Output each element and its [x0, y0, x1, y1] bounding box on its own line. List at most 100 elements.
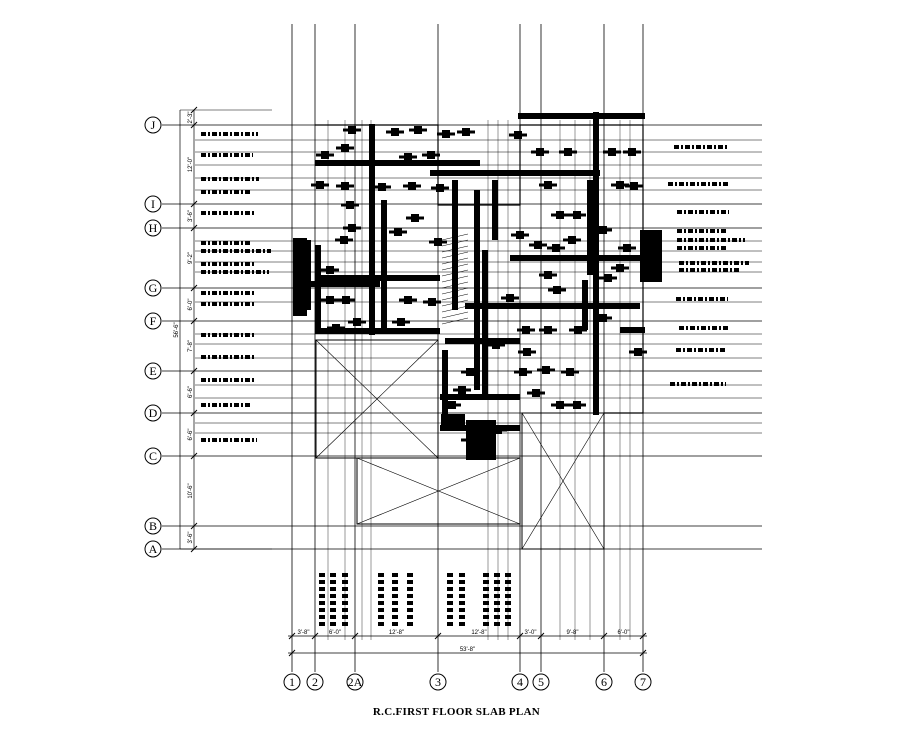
dim-tick	[190, 106, 198, 114]
beam-tag	[695, 229, 697, 233]
beam-tag	[234, 153, 239, 157]
column-stub	[599, 276, 617, 280]
rebar-mark	[342, 601, 348, 605]
beam	[474, 190, 480, 390]
rebar-mark	[459, 601, 465, 605]
dim-label: 6'-0"	[329, 630, 341, 636]
column-stub	[422, 153, 440, 157]
rebar-mark	[342, 573, 348, 577]
rebar-mark	[459, 580, 465, 584]
beam-tag	[245, 302, 250, 306]
rebar-mark	[447, 601, 453, 605]
rebar-mark	[342, 594, 348, 598]
column-stub	[403, 184, 421, 188]
beam-tag	[706, 238, 708, 242]
dim-label: 2'-3"	[188, 112, 194, 124]
beam-tag	[694, 348, 696, 352]
grid-bubble-circle	[144, 404, 162, 422]
beam-tag	[230, 438, 232, 442]
beam-tag	[709, 297, 714, 301]
grid-bubble-6: 6	[595, 673, 613, 691]
dim-label: 9'-2"	[188, 252, 194, 264]
column-stub	[547, 246, 565, 250]
beam-tag	[234, 438, 239, 442]
slab-outline	[315, 124, 644, 414]
grid-bubble-h: H	[144, 219, 162, 237]
beam-tag	[719, 326, 721, 330]
beam-tag	[245, 378, 250, 382]
rebar-mark	[392, 573, 398, 577]
rebar-mark	[494, 594, 500, 598]
beam-tag	[698, 297, 703, 301]
dim-label: 7'-8"	[188, 340, 194, 352]
beam-tag	[241, 241, 243, 245]
beam-tag	[223, 132, 228, 136]
beam-tag	[241, 153, 243, 157]
column-stub	[437, 132, 455, 136]
beam-tag	[252, 378, 254, 382]
beam-tag	[721, 238, 726, 242]
grid-bubble-circle	[144, 540, 162, 558]
rebar-mark	[330, 594, 336, 598]
column-stub	[487, 343, 505, 347]
rebar-mark	[483, 608, 489, 612]
beam	[510, 255, 660, 261]
grid-bubble-4: 4	[511, 673, 529, 691]
rebar-mark	[378, 615, 384, 619]
grid-bubble-label: B	[149, 519, 157, 533]
beam-tag	[712, 182, 717, 186]
beam-tag	[688, 210, 693, 214]
rebar-mark	[447, 608, 453, 612]
rebar-mark	[459, 608, 465, 612]
column-stub	[531, 150, 549, 154]
rebar-mark	[342, 608, 348, 612]
beam-tag	[230, 333, 232, 337]
beam-tag	[684, 238, 686, 242]
beam-tag	[208, 177, 210, 181]
beam-tag	[201, 302, 206, 306]
grid-bubble-f: F	[144, 312, 162, 330]
beam-tag	[699, 238, 704, 242]
beam	[305, 240, 311, 310]
beam-tag	[230, 211, 232, 215]
rebar-mark	[330, 587, 336, 591]
beam-tag	[714, 382, 719, 386]
beam-tag	[208, 211, 210, 215]
rebar-mark	[407, 601, 413, 605]
beam-tag	[241, 132, 243, 136]
dim-tick	[190, 452, 198, 460]
rebar-mark	[378, 594, 384, 598]
beam-tag	[698, 348, 703, 352]
grid-bubble-label: 5	[538, 675, 544, 689]
beam-tag	[241, 262, 243, 266]
rebar-mark	[407, 622, 413, 626]
column-stub	[423, 300, 441, 304]
beam	[518, 113, 645, 119]
beam-tag	[739, 238, 741, 242]
beam-tag	[212, 241, 217, 245]
beam-tag	[725, 145, 727, 149]
beam-tag	[208, 249, 210, 253]
open-bay-3-diag	[521, 412, 605, 550]
beam-tag	[252, 291, 254, 295]
beam-tag	[208, 378, 210, 382]
beam-tag	[223, 302, 228, 306]
column-stub	[539, 273, 557, 277]
beam-tag	[256, 270, 261, 274]
column-stub	[443, 403, 461, 407]
beam-tag	[234, 355, 239, 359]
rebar-mark	[459, 573, 465, 577]
beam-tag	[208, 403, 210, 407]
beam-tag	[234, 177, 239, 181]
beam-tag	[245, 262, 250, 266]
beam-tag	[234, 270, 239, 274]
beam-tag	[234, 249, 239, 253]
grid-bubble-j: J	[144, 116, 162, 134]
grid-bubble-circle	[144, 279, 162, 297]
grid-bubble-circle	[511, 673, 529, 691]
beam-tag	[694, 297, 696, 301]
beam-tag	[234, 241, 239, 245]
beam-tag	[212, 132, 217, 136]
rebar-mark	[494, 615, 500, 619]
beam-tag	[730, 261, 732, 265]
